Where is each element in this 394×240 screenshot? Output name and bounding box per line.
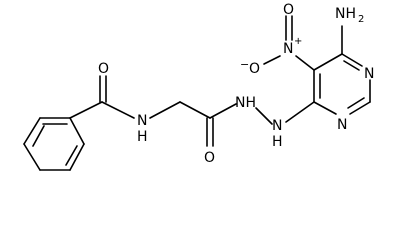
hydrazide-n-b-label: N — [272, 118, 282, 134]
bond-ring-nitro — [295, 55, 315, 71]
hydrazide-nh-a-label: NH — [235, 95, 256, 111]
benzene-ring — [23, 117, 85, 171]
bond-ch2-carbonyl — [179, 101, 211, 119]
nitro-n-label: N — [283, 41, 293, 57]
amide-n-label: N — [137, 113, 147, 129]
ring-n3-label: N — [337, 117, 347, 133]
bond-nitro-o-minus — [263, 55, 281, 65]
bond-carbonyl-nh — [101, 101, 135, 119]
amino-subscript-label: 2 — [358, 14, 364, 25]
ring-n1-label: N — [364, 66, 374, 82]
nitro-o-top-label: O — [283, 2, 294, 18]
nitro-o-minus-label: O — [249, 61, 260, 77]
bond-carbonyl-hydrazide — [209, 103, 237, 119]
bond-hydrazide-ring — [285, 101, 315, 123]
bond-nh-ch2 — [149, 101, 181, 119]
bond-hydrazide-nn — [255, 107, 273, 125]
amide-h-label: H — [137, 129, 148, 145]
pyrimidine-ring — [313, 53, 371, 115]
chemical-structure-diagram: NH 2 O N + − O N N NH N H O N H O — [23, 2, 374, 171]
bond-phenyl-carbonyl — [69, 101, 103, 119]
carbonyl-o-benzoyl-label: O — [98, 61, 109, 77]
amino-nh-label: NH — [335, 6, 356, 22]
nitro-n-charge-label: + — [294, 36, 302, 47]
carbonyl-o-glycyl-label: O — [204, 150, 215, 166]
hydrazide-h-label: H — [272, 134, 283, 150]
nitro-o-charge-label: − — [240, 58, 249, 71]
